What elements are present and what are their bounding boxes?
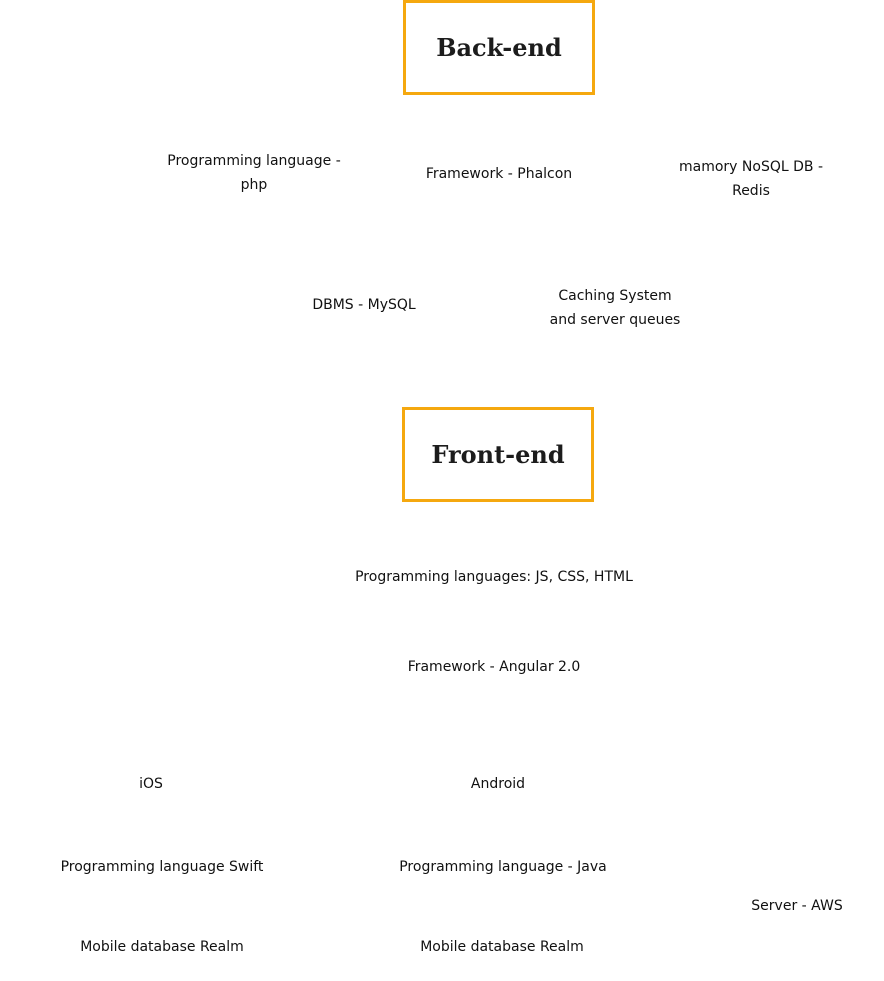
backend-caching-line-1: Caching System [558,288,672,304]
server-aws: Server - AWS [751,898,843,914]
backend-nosql: mamory NoSQL DB - Redis [651,155,851,203]
backend-caching-line-2: and server queues [549,312,681,328]
ios-label: iOS [139,776,163,792]
backend-caching: Caching System and server queues [515,284,715,332]
backend-heading-box: Back-end [403,0,595,95]
frontend-heading-box: Front-end [402,407,594,502]
android-database: Mobile database Realm [420,939,584,955]
ios-database: Mobile database Realm [80,939,244,955]
android-language: Programming language - Java [399,859,607,875]
frontend-title: Front-end [431,440,565,469]
ios-language: Programming language Swift [60,859,264,875]
backend-dbms: DBMS - MySQL [312,297,416,313]
frontend-languages: Programming languages: JS, CSS, HTML [355,569,633,585]
backend-language-line-2: php [240,177,268,193]
backend-language: Programming language - php [154,149,354,197]
backend-nosql-line-1: mamory NoSQL DB - [679,159,823,175]
frontend-framework: Framework - Angular 2.0 [407,659,581,675]
backend-framework: Framework - Phalcon [425,166,573,182]
backend-nosql-line-2: Redis [732,183,770,199]
android-label: Android [470,776,526,792]
backend-language-line-1: Programming language - [167,153,341,169]
backend-title: Back-end [436,33,562,62]
